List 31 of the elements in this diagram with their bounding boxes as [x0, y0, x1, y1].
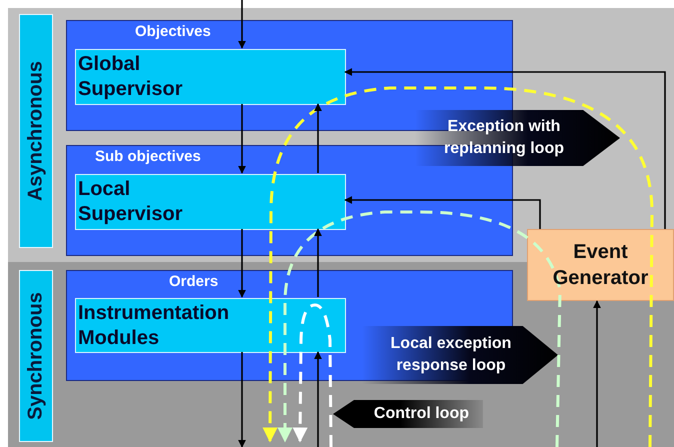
mode-name: Synchronous — [24, 292, 48, 420]
mode-label — [19, 270, 53, 442]
module-box — [75, 174, 346, 230]
arrow — [238, 0, 246, 49]
mode-name: Asynchronous — [24, 60, 48, 202]
loop-name: Local exception response loop — [390, 334, 512, 376]
arrow — [314, 228, 322, 297]
arrow — [238, 352, 246, 447]
box-label: Instrumentation Modules — [78, 301, 230, 351]
panel-title: Orders — [169, 273, 218, 290]
mode-label — [19, 14, 53, 248]
level-panel — [66, 270, 513, 381]
arrow — [344, 68, 666, 229]
box-label: Event Generator — [552, 240, 650, 291]
arrow — [314, 103, 322, 173]
box-label: Global Supervisor — [78, 52, 184, 102]
loop-name: Exception with replanning loop — [443, 117, 565, 159]
panel-title: Sub objectives — [95, 148, 201, 165]
loop-name: Control loop — [374, 404, 469, 424]
box-label: Local Supervisor — [78, 177, 184, 227]
event-generator-box — [527, 229, 674, 301]
loop-callout-tag — [362, 326, 558, 384]
arrow — [593, 300, 601, 447]
module-box — [75, 49, 346, 105]
arrow — [314, 351, 322, 447]
module-box — [75, 298, 346, 353]
arrow — [344, 196, 541, 229]
arrow — [238, 229, 246, 298]
loop-callout-tag — [333, 400, 483, 428]
arrow — [238, 104, 246, 174]
panel-title: Objectives — [135, 23, 211, 40]
